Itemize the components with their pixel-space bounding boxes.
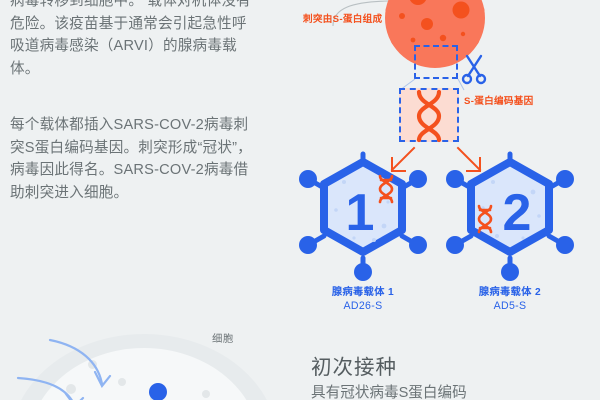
paragraph-spike-gene: 每个载体都插入SARS-COV-2病毒刺突S蛋白编码基因。刺突形成“冠状”，病毒… <box>10 117 252 201</box>
vector-1-specks <box>334 180 390 242</box>
annotation-spike-protein: 刺突由S-蛋白组成 <box>303 14 383 25</box>
vector-1-code: AD26-S <box>343 300 383 312</box>
vector-2-number: 2 <box>503 184 532 242</box>
left-text-column: 病毒转移到细胞中。 载体对机体没有危险。该疫苗基于通常会引起急性呼吸道病毒感染（… <box>10 0 255 230</box>
cell-speck <box>118 378 126 386</box>
vector-1-name: 腺病毒载体 1 <box>331 287 395 298</box>
vector-entering-cell <box>149 383 167 400</box>
spike-gene-box <box>399 88 459 143</box>
vector-1-dna-icon <box>378 174 394 204</box>
section-body-first-vaccination: 具有冠状病毒S蛋白编码 <box>311 385 467 400</box>
vector-2-code: AD5-S <box>493 300 527 312</box>
adenovirus-vector-2: 2 腺病毒载体 2 AD5-S <box>435 151 585 312</box>
vector-2-antennae <box>446 151 574 281</box>
annotation-gene-label: S-蛋白编码基因 <box>464 96 534 107</box>
cell-speck <box>202 390 210 398</box>
coronavirus-illustration <box>355 0 515 98</box>
cell-speck <box>66 384 76 394</box>
adenovirus-vector-1: 1 腺病毒载体 1 AD26-S <box>288 151 438 312</box>
dna-helix-icon <box>416 89 442 143</box>
cell-label: 细胞 <box>212 334 234 345</box>
vector-2-name: 腺病毒载体 2 <box>478 287 542 298</box>
spike-selection-box <box>414 45 458 79</box>
virus-surface-dots <box>399 0 470 43</box>
scissors-handle-left <box>461 73 473 85</box>
virus-svg <box>385 0 485 68</box>
paragraph-vector-safety: 病毒转移到细胞中。 载体对机体没有危险。该疫苗基于通常会引起急性呼吸道病毒感染（… <box>10 0 251 77</box>
vector-1-number: 1 <box>346 184 375 242</box>
spike-leader-line <box>332 0 389 27</box>
cell-illustration: 细胞 <box>0 322 290 400</box>
scissors-icon <box>461 54 487 85</box>
scissors-handle-right <box>475 73 487 85</box>
vector-1-hexagon-svg: 1 <box>299 151 427 281</box>
vector-2-dna-icon <box>477 204 493 234</box>
gene-to-vector-arrows <box>390 146 482 172</box>
section-heading-first-vaccination: 初次接种 <box>311 356 397 379</box>
vector-2-hexagon-svg: 2 <box>446 151 574 281</box>
